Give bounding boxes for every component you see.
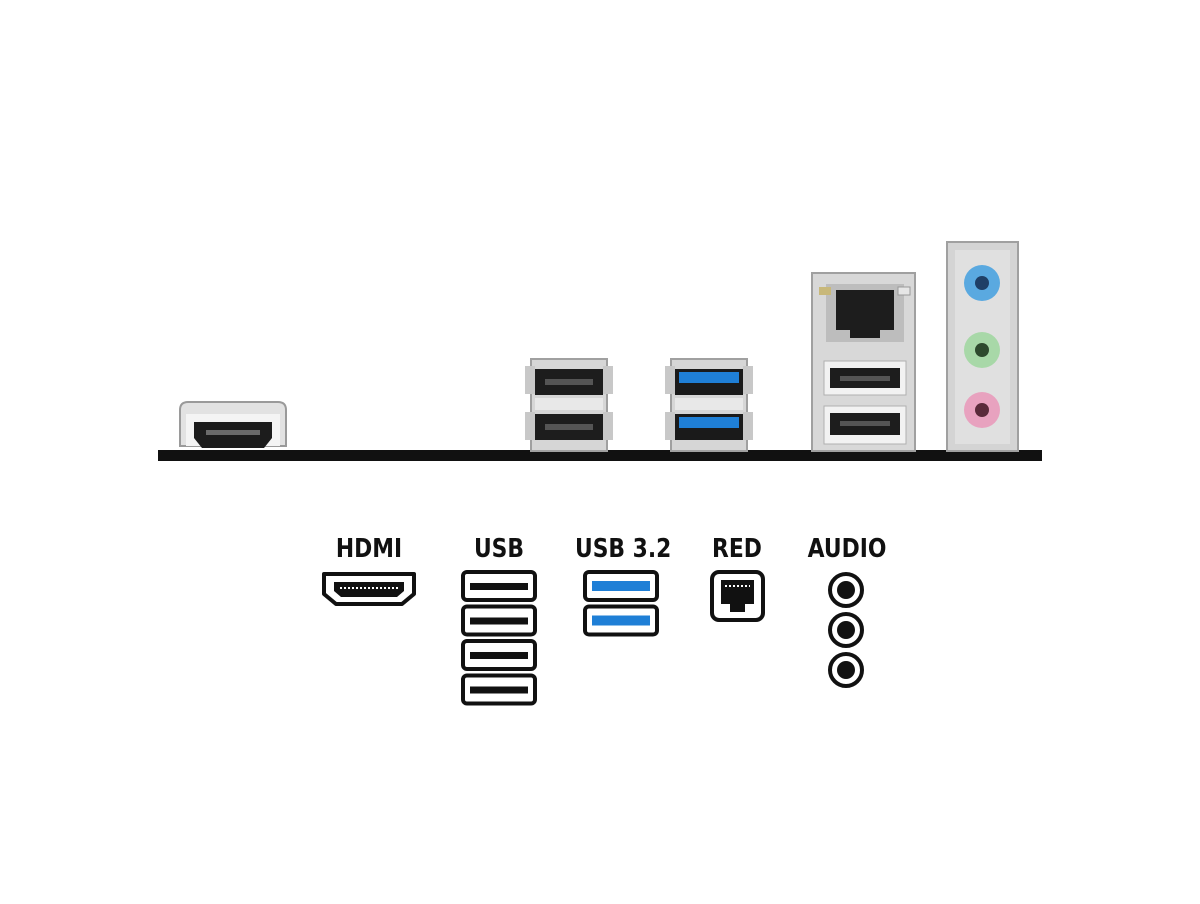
usb3-port-icon [583, 570, 659, 637]
legend-label-hdmi: HDMI [335, 534, 403, 564]
audio-jack-icon [828, 572, 864, 688]
usb3-stack-photo [665, 358, 753, 452]
legend-label-audio: AUDIO [807, 534, 887, 564]
usb3-icon-1 [583, 570, 659, 602]
usb-icon-1 [461, 570, 537, 602]
usb3-icon-2 [583, 604, 659, 637]
audio-icon-1 [828, 572, 864, 608]
audio-icon-2 [828, 612, 864, 648]
lan-usb-stack-photo [811, 272, 916, 452]
ethernet-port-icon [710, 570, 765, 622]
legend-label-red: RED [712, 534, 762, 564]
legend-label-usb32: USB 3.2 [574, 534, 672, 564]
hdmi-port-icon [322, 572, 416, 606]
usb-icon-3 [461, 639, 537, 671]
usb-stack-photo [525, 358, 613, 452]
audio-icon-3 [828, 652, 864, 688]
io-panel-bar [158, 450, 1042, 461]
hdmi-port [179, 401, 287, 448]
usb-port-icon [461, 570, 537, 706]
audio-stack-photo [946, 241, 1019, 452]
usb-icon-2 [461, 604, 537, 637]
legend-label-usb: USB [473, 534, 525, 564]
usb-icon-4 [461, 673, 537, 706]
